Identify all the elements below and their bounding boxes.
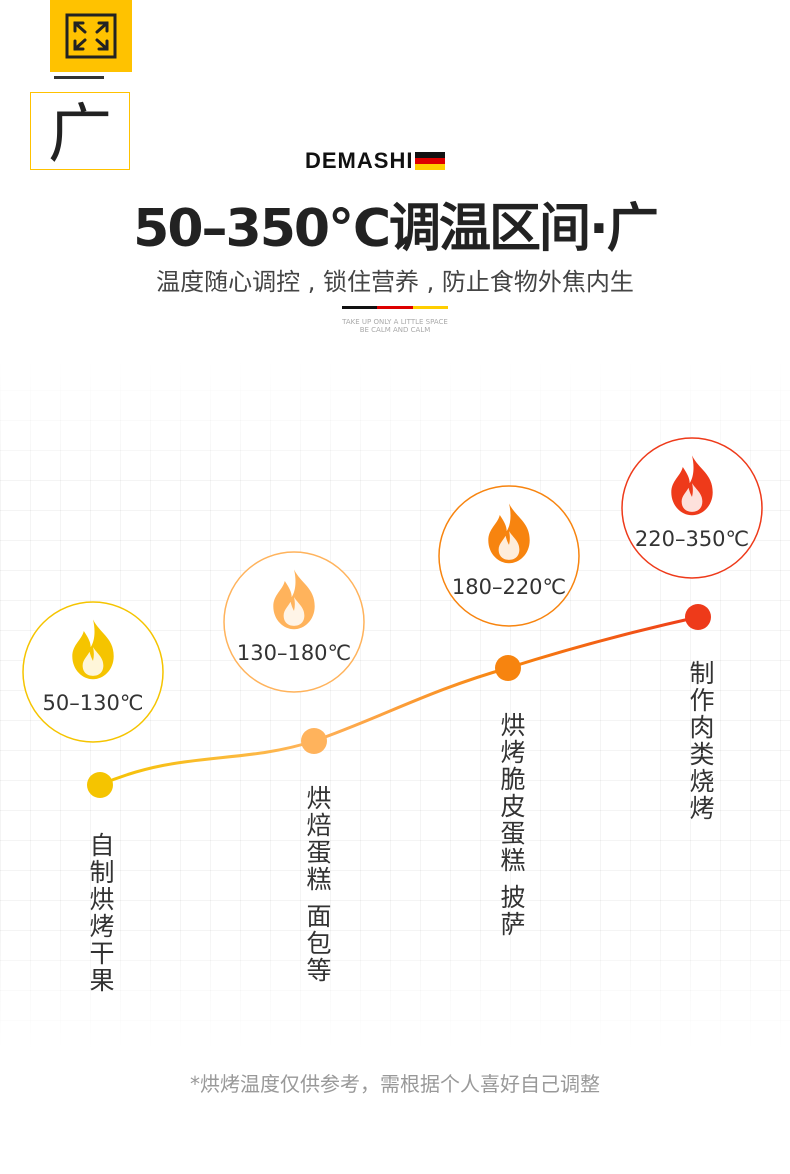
stage-dot [87,772,113,798]
headline: 50–350℃调温区间·广 [133,199,659,259]
expand-arrows-icon [65,13,117,59]
stage-temperature-range: 180–220℃ [452,575,566,599]
flame-icon [488,503,530,564]
subheadline: 温度随心调控 , 锁住营养 , 防止食物外焦内生 [156,268,634,296]
stage-usage-label: 烘烤脆皮蛋糕 披萨 [497,712,526,938]
temperature-stage: 180–220℃ [438,485,580,681]
stage-usage-label: 制作肉类烧烤 [686,660,715,822]
feature-badge: 广 [30,0,132,172]
flame-icon [72,619,114,680]
stage-usage-label: 自制烘烤干果 [86,832,115,994]
tricolor-divider [342,306,448,309]
tagline-line-2: BE CALM AND CALM [359,326,431,334]
stage-dot [495,655,521,681]
badge-frame [30,92,130,170]
temperature-stage: 220–350℃ [621,437,763,630]
stage-dot [685,604,711,630]
stage-temperature-range: 220–350℃ [635,527,749,551]
footnote: *烘烤温度仅供参考，需根据个人喜好自己调整 [190,1072,600,1096]
brand-name: DEMASHI [305,148,414,173]
flame-icon [273,569,315,630]
stage-dot [301,728,327,754]
tagline-line-1: TAKE UP ONLY A LITTLE SPACE [342,318,448,326]
temperature-stage: 50–130℃ [22,601,164,798]
badge-icon-tile [50,0,132,72]
stage-usage-label: 烘焙蛋糕 面包等 [303,785,332,984]
stage-temperature-range: 130–180℃ [237,641,351,665]
badge-character: 广 [48,98,112,172]
temperature-curve [99,615,699,787]
brand-logo: DEMASHI [305,148,446,174]
temperature-stage: 130–180℃ [223,551,365,754]
germany-flag-icon [415,152,446,170]
tagline: TAKE UP ONLY A LITTLE SPACE BE CALM AND … [0,318,790,334]
stage-temperature-range: 50–130℃ [43,691,144,715]
flame-icon [671,455,713,516]
badge-divider [54,76,104,79]
